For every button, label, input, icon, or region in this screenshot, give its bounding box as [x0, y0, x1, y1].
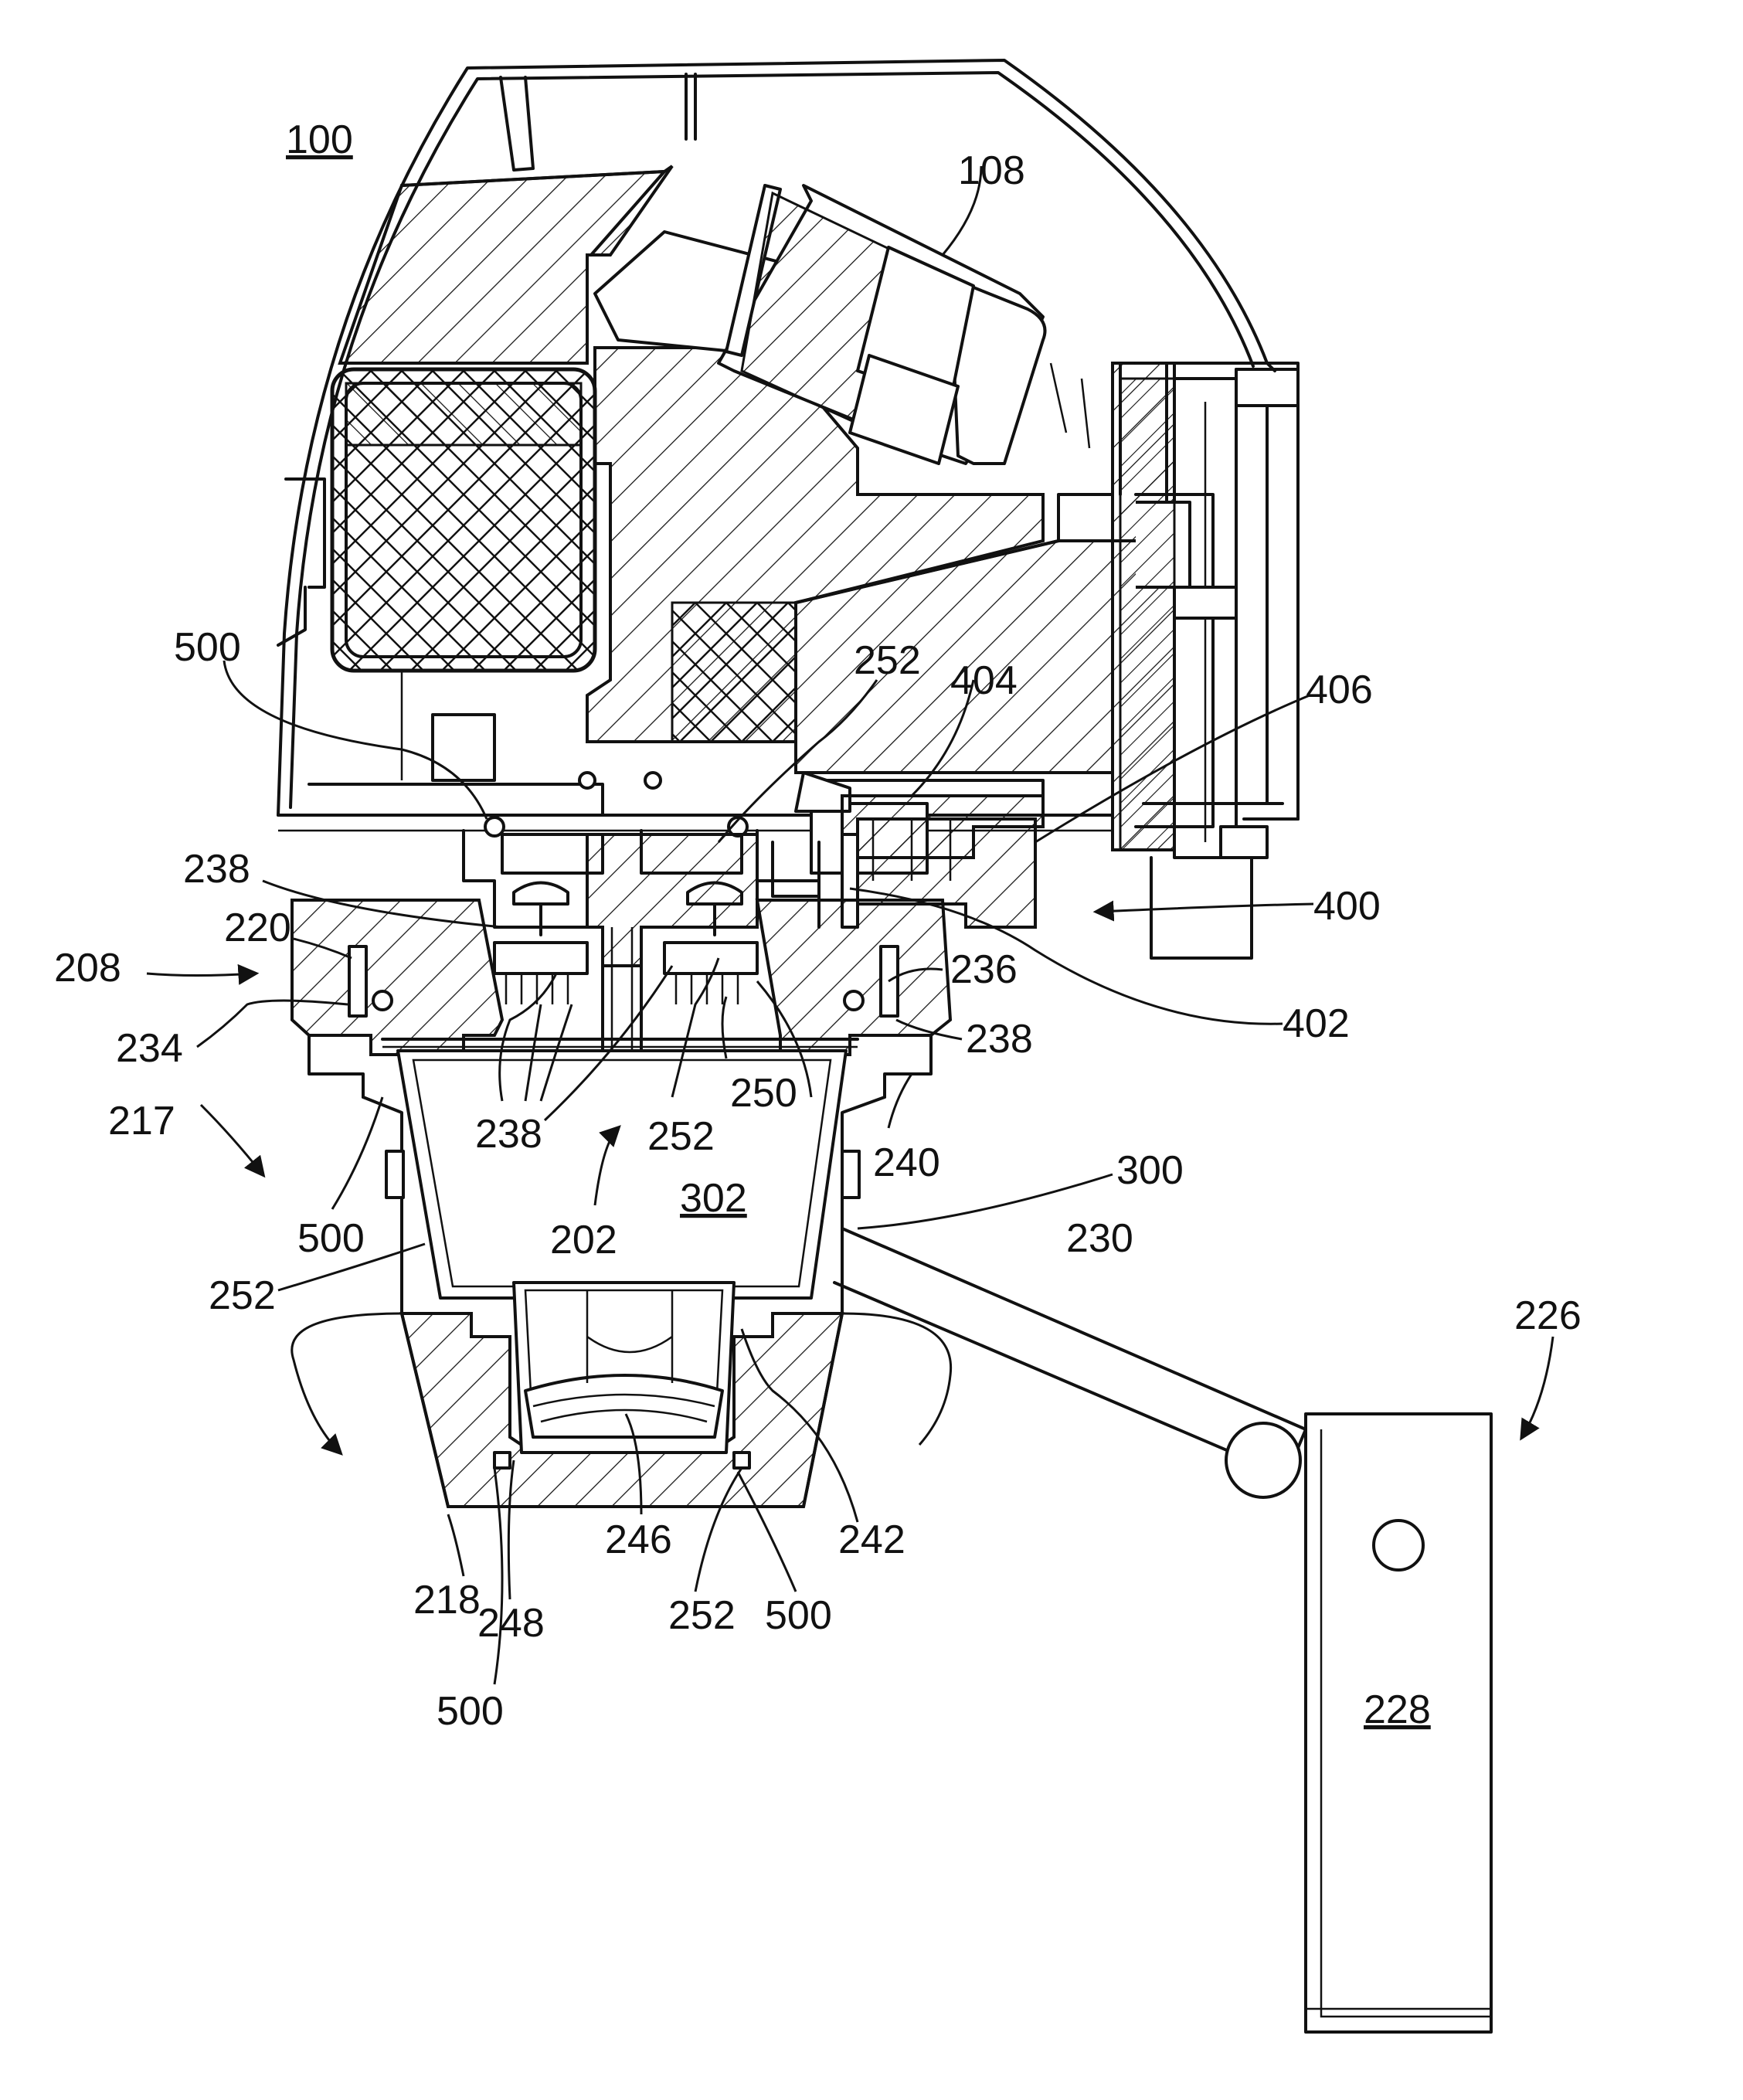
label-208: 208	[54, 946, 121, 991]
label-100: 100	[286, 117, 353, 162]
lever-arm-230	[834, 1228, 1306, 1497]
label-500-top: 500	[174, 625, 241, 670]
label-220: 220	[224, 906, 291, 950]
label-252-center: 252	[647, 1114, 715, 1159]
label-230: 230	[1066, 1216, 1133, 1261]
label-302: 302	[680, 1176, 747, 1221]
label-246: 246	[605, 1517, 672, 1562]
brew-chamber-217	[363, 1051, 885, 1507]
label-228: 228	[1364, 1687, 1431, 1732]
label-242: 242	[838, 1517, 905, 1562]
label-500-mid: 500	[297, 1216, 365, 1261]
label-238-right: 238	[966, 1017, 1033, 1062]
label-238-left: 238	[183, 847, 250, 892]
label-252-bottom: 252	[668, 1593, 736, 1638]
label-226: 226	[1514, 1293, 1582, 1338]
label-402: 402	[1283, 1001, 1350, 1046]
label-300: 300	[1116, 1148, 1184, 1193]
label-240: 240	[873, 1140, 940, 1185]
label-400: 400	[1313, 884, 1381, 929]
label-202: 202	[550, 1218, 617, 1262]
label-406: 406	[1306, 668, 1373, 712]
label-500-bottom-right: 500	[765, 1593, 832, 1638]
label-108: 108	[958, 148, 1025, 193]
label-236: 236	[950, 947, 1018, 992]
label-217: 217	[108, 1099, 175, 1143]
label-234: 234	[116, 1026, 183, 1071]
label-404: 404	[950, 658, 1018, 703]
label-250: 250	[730, 1071, 797, 1116]
label-252-top: 252	[854, 638, 921, 683]
label-500-bottom-left: 500	[437, 1689, 504, 1734]
label-238-lower: 238	[475, 1112, 542, 1157]
label-218: 218	[413, 1578, 481, 1623]
label-248: 248	[477, 1601, 545, 1646]
label-252-left: 252	[209, 1273, 276, 1318]
